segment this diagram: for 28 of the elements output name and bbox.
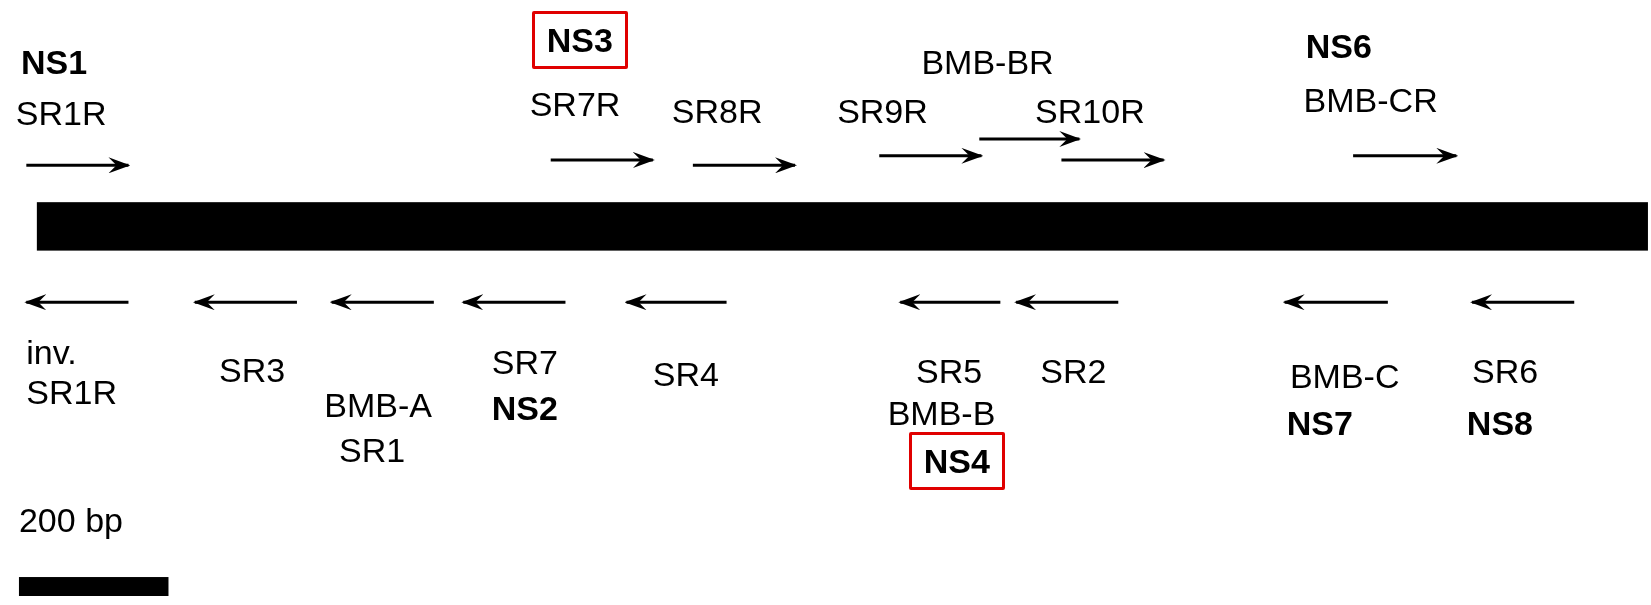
site-label: NS8 bbox=[1466, 403, 1533, 444]
site-label: NS2 bbox=[491, 387, 558, 428]
primer-label: inv. SR1R bbox=[26, 331, 118, 412]
primer-label: BMB-B bbox=[887, 392, 996, 433]
primer-label: BMB-C bbox=[1289, 355, 1400, 396]
primer-label: SR3 bbox=[219, 349, 286, 390]
primer-label: SR5 bbox=[916, 350, 983, 391]
primer-label: SR7 bbox=[491, 342, 558, 383]
primer-label: SR1R bbox=[15, 92, 107, 133]
primer-label: SR8R bbox=[671, 90, 763, 131]
scale-label: 200 bp bbox=[18, 500, 123, 541]
sequence-bar bbox=[36, 202, 1648, 251]
primer-label: SR1 bbox=[339, 429, 406, 470]
primer-label: SR7R bbox=[529, 84, 621, 125]
primer-label: SR9R bbox=[837, 90, 928, 131]
primer-label: BMB-A bbox=[324, 385, 432, 426]
primer-label: BMB-BR bbox=[921, 42, 1054, 83]
highlighted-site-label: NS3 bbox=[531, 10, 628, 69]
highlighted-site-label: NS4 bbox=[908, 431, 1005, 490]
primer-label: SR4 bbox=[652, 353, 719, 394]
site-label: NS1 bbox=[21, 42, 88, 83]
scale-bar bbox=[18, 577, 169, 596]
site-label: NS7 bbox=[1286, 403, 1353, 444]
site-label: NS6 bbox=[1305, 26, 1372, 67]
primer-label: SR2 bbox=[1040, 350, 1107, 391]
primer-label: SR10R bbox=[1035, 90, 1145, 131]
primer-label: SR6 bbox=[1472, 350, 1539, 391]
primer-label: BMB-CR bbox=[1303, 80, 1438, 120]
